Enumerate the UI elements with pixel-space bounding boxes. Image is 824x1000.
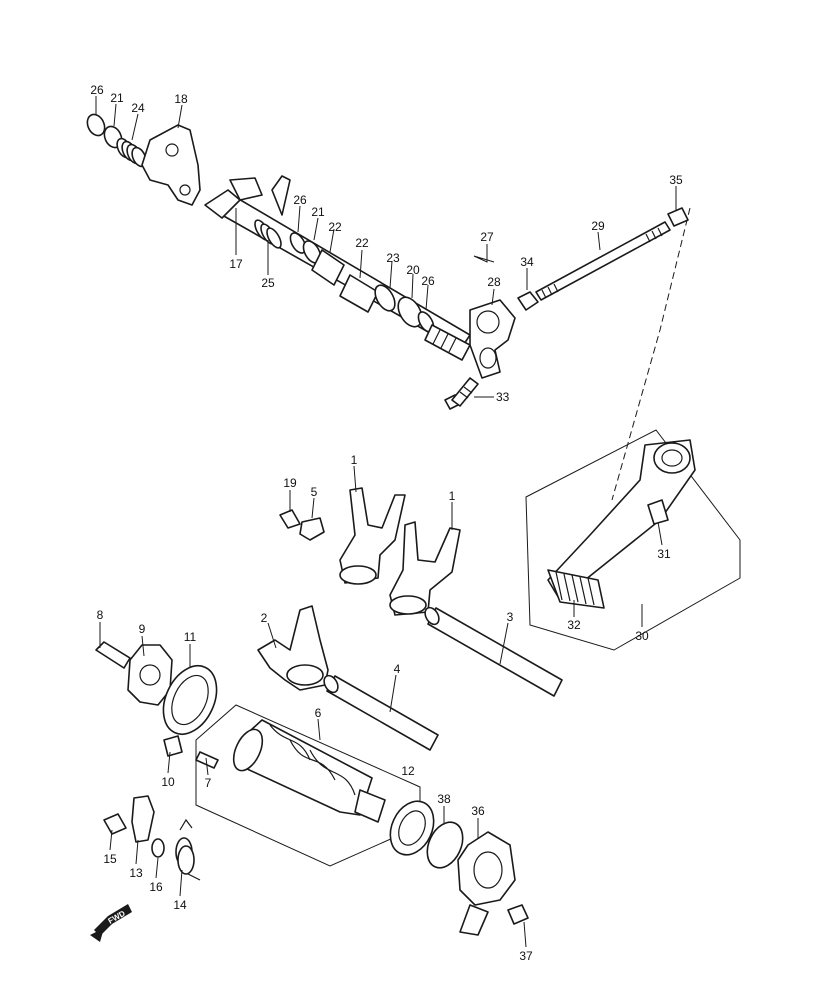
callout-21: 21 — [110, 91, 124, 105]
bushing-22-a — [311, 249, 345, 286]
callout-12: 12 — [401, 764, 415, 778]
gearshift-pedal-assembly — [547, 439, 696, 609]
gearshift-drum-6 — [232, 719, 386, 823]
callout-10: 10 — [161, 775, 175, 789]
bearing-12 — [389, 800, 435, 856]
callout-32: 32 — [567, 618, 581, 632]
callout-22-a: 22 — [328, 220, 342, 234]
lever-pivot — [653, 442, 691, 474]
oil-seal-20 — [397, 296, 423, 328]
callout-3: 3 — [507, 610, 514, 624]
leader-lines — [95, 96, 677, 948]
callout-7: 7 — [205, 776, 212, 790]
callout-22-b: 22 — [355, 236, 369, 250]
gear-position-switch-36 — [457, 831, 516, 936]
callout-26-b: 26 — [293, 193, 307, 207]
gearshift-cam-assembly — [95, 641, 529, 936]
gearshift-plate-18 — [141, 124, 201, 206]
callout-2: 2 — [261, 611, 268, 625]
nut-35 — [667, 207, 689, 227]
bushing-22-b — [339, 274, 379, 313]
callout-13: 13 — [129, 866, 143, 880]
callout-14: 14 — [173, 898, 187, 912]
callout-19: 19 — [283, 476, 297, 490]
callout-11: 11 — [184, 630, 197, 644]
callout-26-c: 26 — [421, 274, 435, 288]
callout-5: 5 — [311, 485, 318, 499]
callout-35: 35 — [669, 173, 683, 187]
shift-fork-1-b — [389, 521, 461, 616]
callout-34: 34 — [520, 255, 534, 269]
callout-37: 37 — [519, 949, 533, 963]
forward-direction-arrow: FWD — [90, 904, 132, 942]
guide-line-pedal — [611, 207, 691, 501]
gearshift-arm-28 — [469, 299, 516, 379]
spring-14 — [175, 818, 201, 881]
callout-21-b: 21 — [311, 205, 325, 219]
callout-28: 28 — [487, 275, 501, 289]
callout-labels: 26 21 24 18 17 25 26 21 22 22 23 20 26 2… — [90, 83, 683, 963]
bolt-31 — [647, 499, 669, 525]
callout-15: 15 — [103, 852, 117, 866]
callout-24: 24 — [131, 101, 145, 115]
pin-7 — [195, 751, 219, 769]
callout-29: 29 — [591, 219, 605, 233]
bolt-33 — [444, 377, 479, 410]
callout-38: 38 — [437, 792, 451, 806]
o-ring-38 — [426, 821, 464, 869]
bolt-15 — [103, 813, 127, 835]
washer-16 — [151, 838, 165, 858]
bushing-23 — [374, 284, 396, 312]
screw-19 — [279, 509, 301, 529]
stopper-13 — [131, 795, 155, 843]
callout-30: 30 — [635, 629, 649, 643]
circlip-26-b — [289, 232, 307, 254]
shift-forks — [257, 487, 563, 751]
callout-25: 25 — [261, 276, 275, 290]
retainer-5 — [299, 517, 325, 541]
gearshift-rod-29 — [535, 221, 671, 301]
callout-4: 4 — [394, 662, 401, 676]
callout-9: 9 — [139, 622, 146, 636]
spring-25 — [254, 219, 282, 249]
callout-6: 6 — [315, 706, 322, 720]
bolt-10 — [163, 735, 183, 757]
callout-18: 18 — [174, 92, 188, 106]
callout-27: 27 — [480, 230, 494, 244]
nut-34 — [517, 291, 539, 311]
circlip-26 — [86, 113, 106, 137]
callout-31: 31 — [657, 547, 671, 561]
fork-shaft-4 — [326, 675, 439, 751]
callout-16: 16 — [149, 880, 163, 894]
callout-8: 8 — [97, 608, 104, 622]
callout-33: 33 — [496, 390, 510, 404]
callout-1-a: 1 — [351, 453, 358, 467]
callout-20: 20 — [406, 263, 420, 277]
pedal-assembly-frame — [525, 429, 741, 651]
spring-24 — [116, 137, 147, 168]
callout-17: 17 — [229, 257, 243, 271]
shift-fork-1-a — [339, 487, 406, 584]
callout-26: 26 — [90, 83, 104, 97]
fork-shaft-3 — [427, 607, 563, 697]
callout-23: 23 — [386, 251, 400, 265]
pin-8 — [95, 641, 131, 669]
shift-shaft-assembly — [86, 113, 689, 410]
callout-36: 36 — [471, 804, 485, 818]
screw-37 — [507, 904, 529, 925]
pedal-rubber-32 — [547, 569, 605, 609]
callout-1-b: 1 — [449, 489, 456, 503]
bearing-11 — [162, 665, 218, 735]
